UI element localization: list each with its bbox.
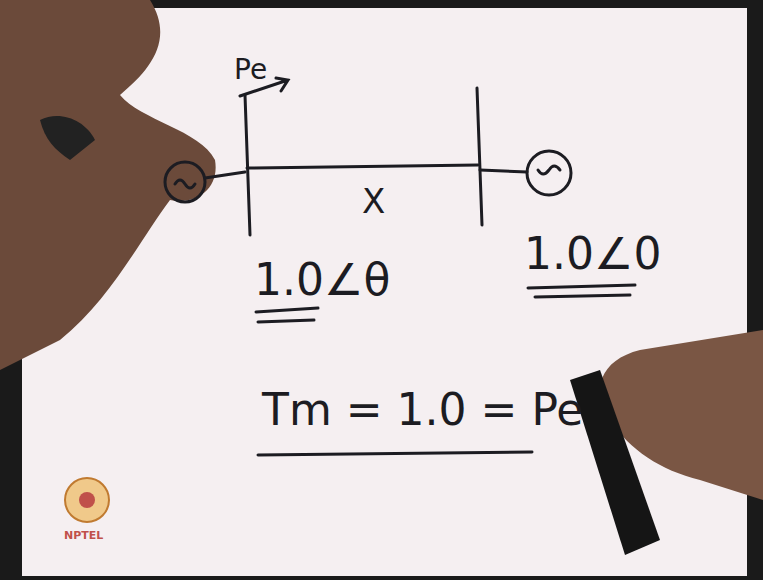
hand	[0, 0, 216, 370]
transmission-line	[247, 165, 478, 168]
equation: Tm = 1.0 = Pe	[262, 388, 583, 432]
underline	[528, 285, 635, 288]
wire	[480, 170, 527, 172]
marker-cap	[40, 116, 95, 160]
underline	[256, 308, 318, 312]
voltage-label: 1.0∠0	[524, 232, 661, 276]
underline	[535, 295, 630, 297]
underline	[258, 320, 314, 322]
bus-bar	[245, 95, 250, 235]
wire	[205, 172, 245, 178]
generator-symbol	[527, 151, 571, 195]
generator-symbol	[538, 166, 560, 174]
paper-sheet	[22, 8, 747, 576]
marker-pen	[570, 370, 660, 555]
power-label: Pe	[234, 56, 267, 84]
logo-text: NPTEL	[64, 530, 103, 541]
generator-symbol	[175, 180, 195, 188]
generator-symbol	[165, 162, 205, 202]
underline	[258, 452, 532, 455]
voltage-label: 1.0∠θ	[254, 258, 390, 302]
reactance-label: X	[362, 184, 385, 218]
bus-bar	[477, 88, 482, 225]
nptel-logo	[65, 478, 109, 522]
